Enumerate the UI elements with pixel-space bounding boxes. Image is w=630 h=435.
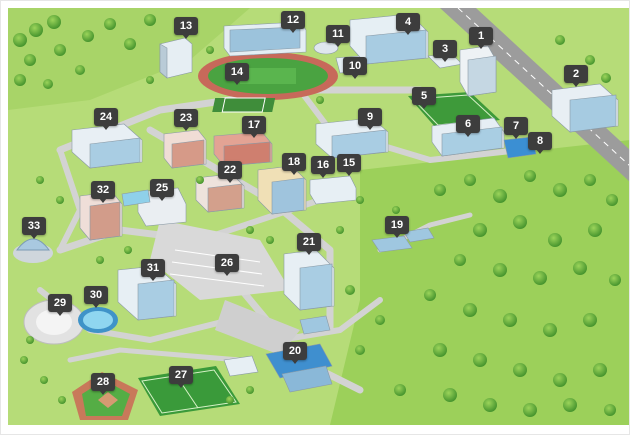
marker-11[interactable]: 11	[326, 25, 350, 47]
lower-lot	[215, 300, 300, 355]
marker-1[interactable]: 1	[469, 27, 493, 49]
dome-33	[13, 238, 53, 263]
marker-13[interactable]: 13	[174, 17, 198, 39]
forest-area	[330, 140, 630, 425]
trees	[13, 14, 621, 417]
marker-16[interactable]: 16	[311, 156, 335, 178]
marker-31[interactable]: 31	[141, 259, 165, 281]
marker-21[interactable]: 21	[297, 233, 321, 255]
marker-20[interactable]: 20	[283, 342, 307, 364]
marker-4[interactable]: 4	[396, 13, 420, 35]
marker-28[interactable]: 28	[91, 373, 115, 395]
marker-32[interactable]: 32	[91, 181, 115, 203]
marker-29[interactable]: 29	[48, 294, 72, 316]
marker-8[interactable]: 8	[528, 132, 552, 154]
marker-14[interactable]: 14	[225, 63, 249, 85]
marker-25[interactable]: 25	[150, 179, 174, 201]
marker-23[interactable]: 23	[174, 109, 198, 131]
marker-2[interactable]: 2	[564, 65, 588, 87]
marker-30[interactable]: 30	[84, 286, 108, 308]
marker-19[interactable]: 19	[385, 216, 409, 238]
marker-17[interactable]: 17	[242, 116, 266, 138]
marker-24[interactable]: 24	[94, 108, 118, 130]
marker-26[interactable]: 26	[215, 254, 239, 276]
marker-33[interactable]: 33	[22, 217, 46, 239]
marker-6[interactable]: 6	[456, 115, 480, 137]
marker-7[interactable]: 7	[504, 117, 528, 139]
marker-15[interactable]: 15	[337, 154, 361, 176]
marker-12[interactable]: 12	[281, 11, 305, 33]
marker-3[interactable]: 3	[433, 40, 457, 62]
tennis-courts	[212, 97, 276, 113]
marker-22[interactable]: 22	[218, 161, 242, 183]
marker-9[interactable]: 9	[358, 108, 382, 130]
pool-30	[78, 307, 118, 333]
marker-5[interactable]: 5	[412, 87, 436, 109]
marker-18[interactable]: 18	[282, 153, 306, 175]
marker-10[interactable]: 10	[343, 57, 367, 79]
marker-27[interactable]: 27	[169, 366, 193, 388]
stadium-track-14	[198, 52, 338, 100]
